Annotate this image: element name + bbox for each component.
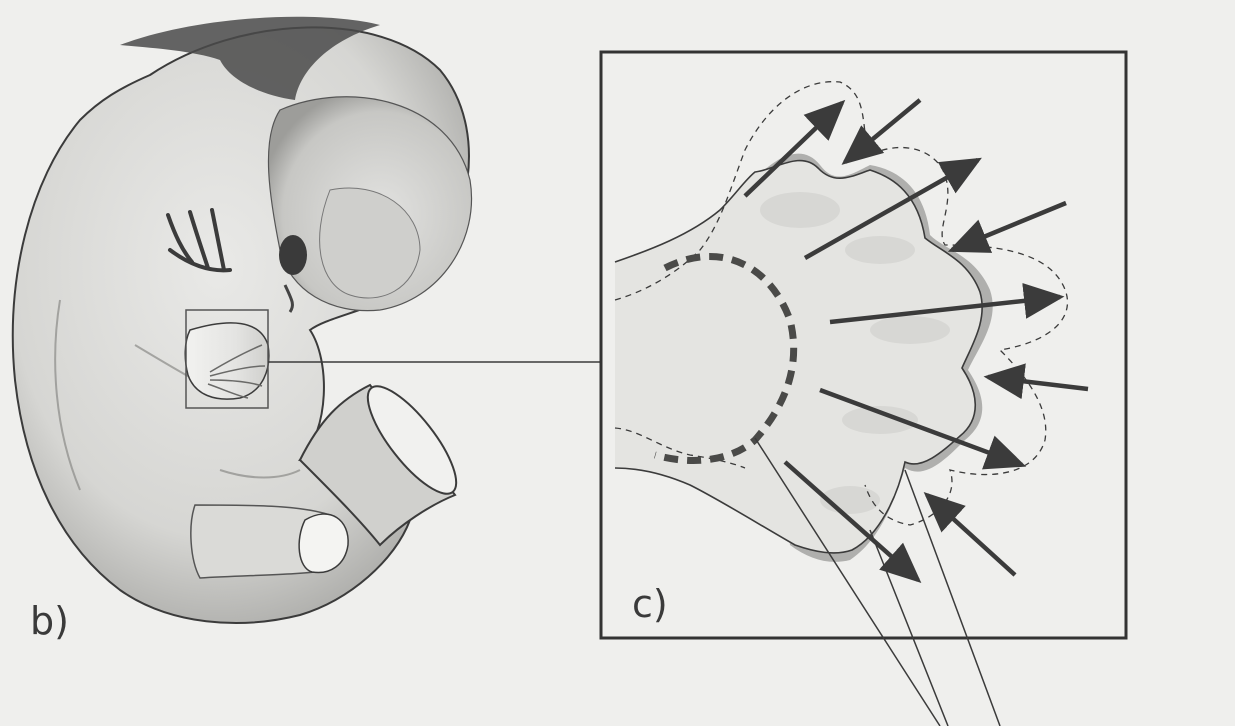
embryo-drawing <box>13 17 601 623</box>
eye <box>279 235 307 275</box>
panel-b-label: b) <box>30 602 69 640</box>
upper-limb <box>185 323 269 399</box>
panel-c-label: c) <box>632 585 668 623</box>
inset-panel <box>601 52 1126 726</box>
